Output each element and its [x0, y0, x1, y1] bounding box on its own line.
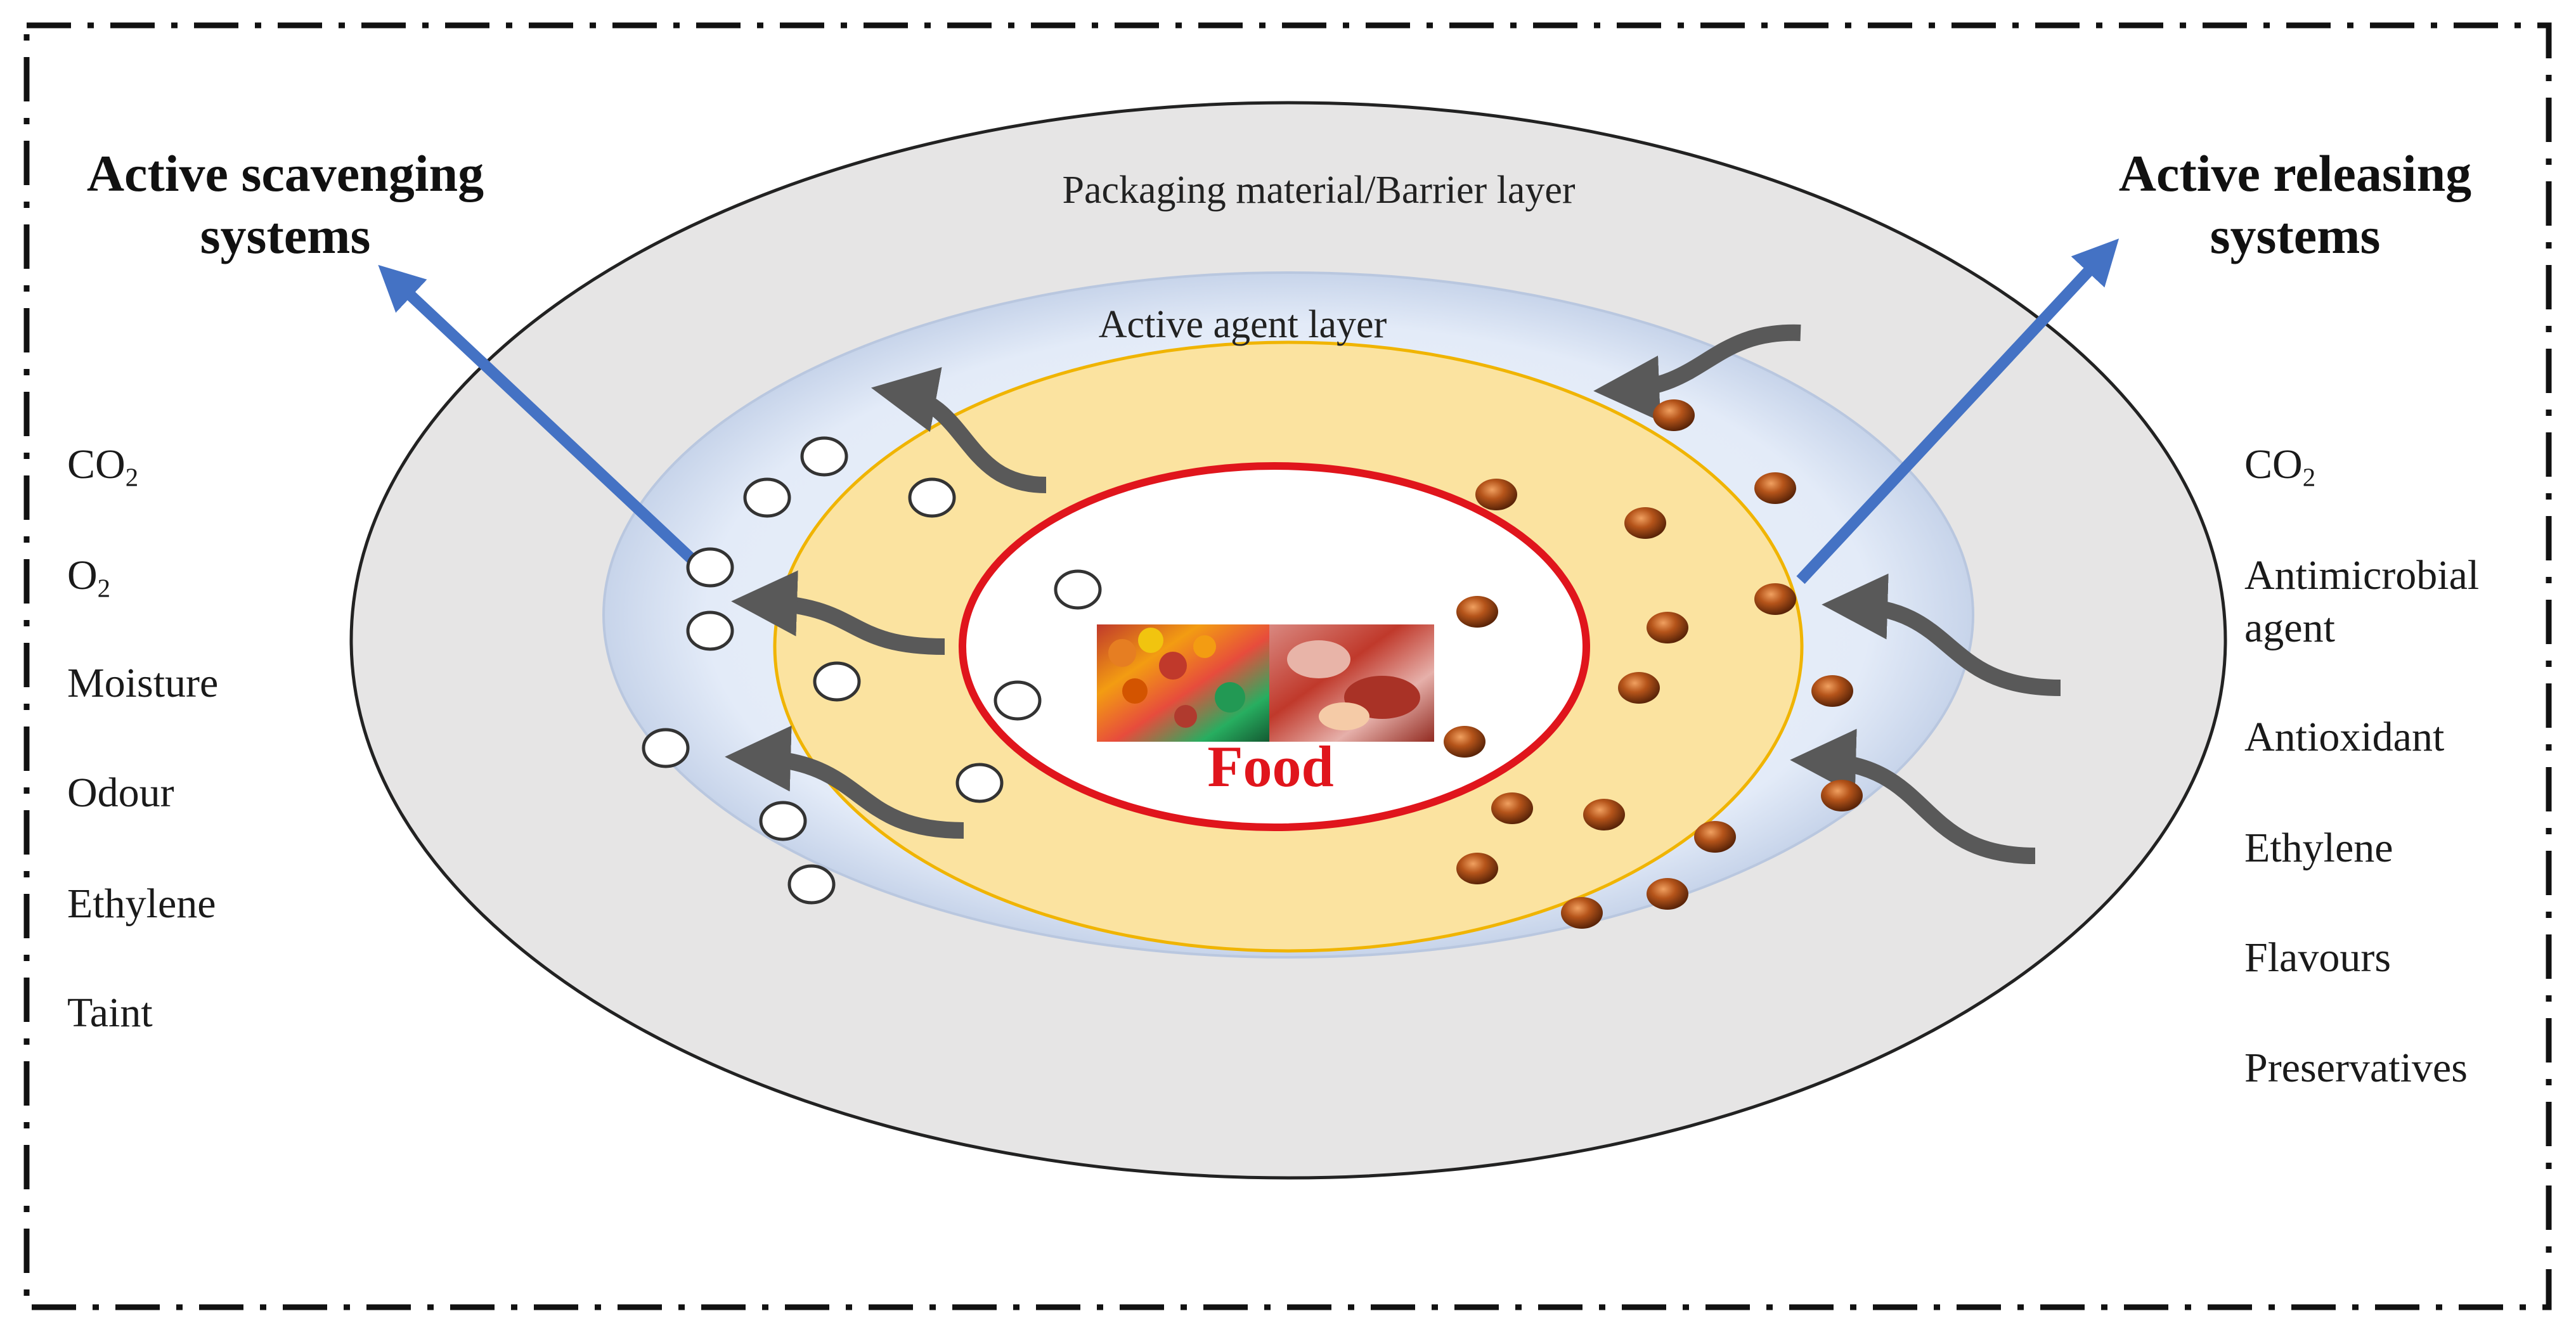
scavenging-flow-arrow	[871, 367, 1047, 493]
releasing-arrow	[1796, 238, 2120, 585]
released-particle	[1754, 472, 1796, 504]
scavenging-arrow	[378, 264, 705, 572]
released-particle	[1561, 897, 1603, 929]
releasing-heading-line1: Active releasing	[2118, 145, 2472, 202]
released-particle	[1821, 780, 1863, 811]
scavenging-item: Moisture	[67, 660, 219, 706]
scavenged-particle	[800, 436, 848, 477]
released-particle	[1583, 799, 1625, 830]
releasing-heading-line2: systems	[2210, 207, 2381, 265]
scavenging-item: Taint	[67, 990, 153, 1036]
releasing-flow-arrow	[1593, 324, 1801, 422]
released-particle	[1456, 596, 1498, 628]
released-particle	[1811, 675, 1853, 707]
active-agent-layer-label: Active agent layer	[1099, 303, 1387, 346]
scavenging-item: Ethylene	[67, 881, 216, 927]
scavenging-heading-line1: Active scavenging	[86, 145, 484, 202]
released-particle	[1653, 399, 1695, 431]
scavenging-item: CO2	[67, 441, 139, 492]
released-particles	[1444, 399, 1863, 929]
releasing-item: Ethylene	[2244, 825, 2393, 871]
scavenged-particle	[1054, 569, 1102, 610]
scavenged-particle	[642, 728, 690, 768]
releasing-item: Flavours	[2244, 934, 2391, 981]
scavenging-flow-arrow	[731, 570, 945, 655]
releasing-item: agent	[2244, 605, 2335, 651]
releasing-item: Antioxidant	[2244, 714, 2445, 760]
scavenged-particle	[955, 763, 1004, 803]
scavenged-particle	[686, 610, 734, 651]
released-particle	[1754, 583, 1796, 615]
releasing-flow-arrow	[1822, 573, 2061, 696]
food-image	[1097, 624, 1434, 742]
scavenged-particle	[743, 477, 791, 518]
released-particle	[1618, 672, 1660, 704]
scavenging-item: O2	[67, 552, 111, 603]
releasing-item: Preservatives	[2244, 1045, 2468, 1091]
released-particle	[1694, 821, 1736, 853]
released-particle	[1491, 792, 1533, 824]
scavenged-particle	[787, 864, 836, 905]
packaging-layer-label: Packaging material/Barrier layer	[1062, 169, 1575, 212]
scavenging-heading: Active scavenging systems	[57, 143, 514, 268]
scavenging-item: Odour	[67, 770, 174, 816]
released-particle	[1456, 853, 1498, 884]
released-particle	[1647, 612, 1688, 643]
releasing-heading: Active releasing systems	[2086, 143, 2504, 268]
scavenged-particle	[759, 801, 807, 841]
released-particle	[1444, 726, 1485, 758]
scavenging-heading-line2: systems	[200, 207, 371, 265]
scavenged-particles	[642, 436, 1102, 905]
released-particle	[1475, 479, 1517, 510]
scavenging-flow-arrow	[725, 725, 964, 839]
scavenged-particle	[908, 477, 956, 518]
releasing-flow-arrow	[1790, 728, 2036, 864]
scavenged-particle	[813, 661, 861, 702]
scavenged-particle	[686, 547, 734, 588]
released-particle	[1647, 878, 1688, 910]
releasing-item: Antimicrobial	[2244, 552, 2480, 598]
border-frame	[23, 22, 2552, 1310]
food-label: Food	[1207, 734, 1333, 799]
scavenged-particle	[994, 680, 1042, 721]
released-particle	[1624, 507, 1666, 539]
releasing-item: CO2	[2244, 441, 2316, 492]
